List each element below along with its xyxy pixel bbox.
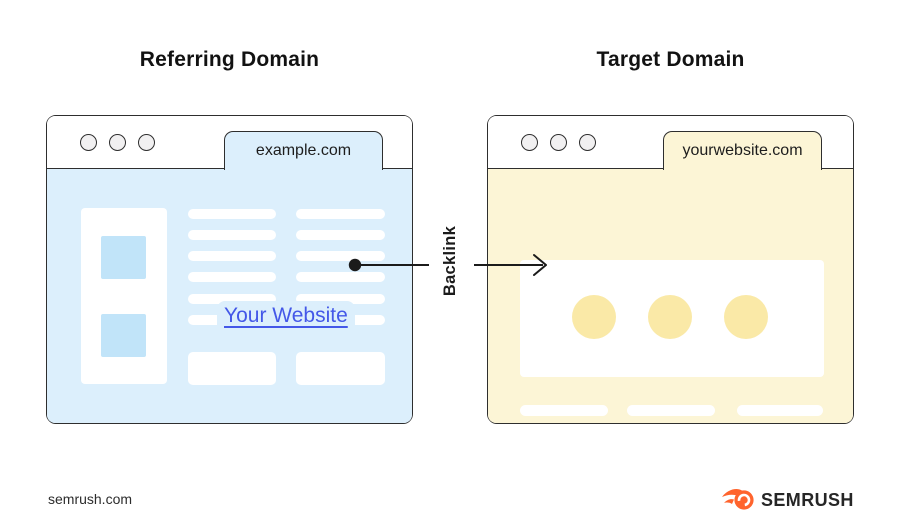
text-line-placeholder [188, 230, 276, 240]
referring-page-content: Your Website [47, 168, 412, 423]
window-dot-icon [521, 133, 538, 151]
semrush-logo-text: SEMRUSH [761, 489, 854, 510]
window-dot-icon [550, 133, 567, 151]
text-line-placeholder [296, 294, 385, 304]
text-line-placeholder [737, 405, 823, 416]
content-block-placeholder [188, 352, 276, 385]
text-line-placeholder [188, 251, 276, 261]
window-dot-icon [138, 133, 155, 151]
target-domain-window: yourwebsite.com [487, 115, 854, 437]
image-circle-placeholder [724, 295, 768, 339]
text-line-placeholder [296, 230, 385, 240]
window-dot-icon [80, 133, 97, 151]
text-line-placeholder [296, 209, 385, 219]
referring-domain-window: example.com Your Website [46, 115, 413, 424]
image-placeholder [101, 236, 146, 279]
content-block-placeholder [296, 352, 385, 385]
your-website-link[interactable]: Your Website [217, 301, 355, 334]
text-line-placeholder [737, 426, 808, 437]
window-dot-icon [579, 133, 596, 151]
browser-tab-yourwebsite: yourwebsite.com [663, 131, 822, 170]
text-line-placeholder [520, 426, 608, 437]
text-line-placeholder [520, 405, 608, 416]
tab-label: yourwebsite.com [682, 142, 803, 159]
text-line-placeholder [188, 294, 276, 304]
text-line-placeholder [296, 272, 385, 282]
text-line-placeholder [188, 209, 276, 219]
semrush-flame-icon [722, 489, 754, 510]
sidebar-placeholder [81, 208, 167, 384]
semrush-logo: SEMRUSH [721, 486, 854, 514]
backlink-arrow [348, 254, 547, 276]
browser-tab-example: example.com [224, 131, 383, 170]
text-line-placeholder [188, 272, 276, 282]
text-line-placeholder [627, 426, 715, 437]
image-circle-placeholder [572, 295, 616, 339]
image-circle-placeholder [648, 295, 692, 339]
backlink-label: Backlink [441, 225, 459, 297]
referring-domain-heading: Referring Domain [139, 48, 320, 71]
footer-site-url[interactable]: semrush.com [48, 491, 133, 507]
image-placeholder [101, 314, 146, 357]
text-line-placeholder [627, 405, 715, 416]
tab-label: example.com [255, 142, 352, 159]
window-dot-icon [109, 133, 126, 151]
target-page-content [488, 168, 853, 437]
text-line-placeholder [296, 251, 385, 261]
target-domain-heading: Target Domain [596, 48, 745, 71]
